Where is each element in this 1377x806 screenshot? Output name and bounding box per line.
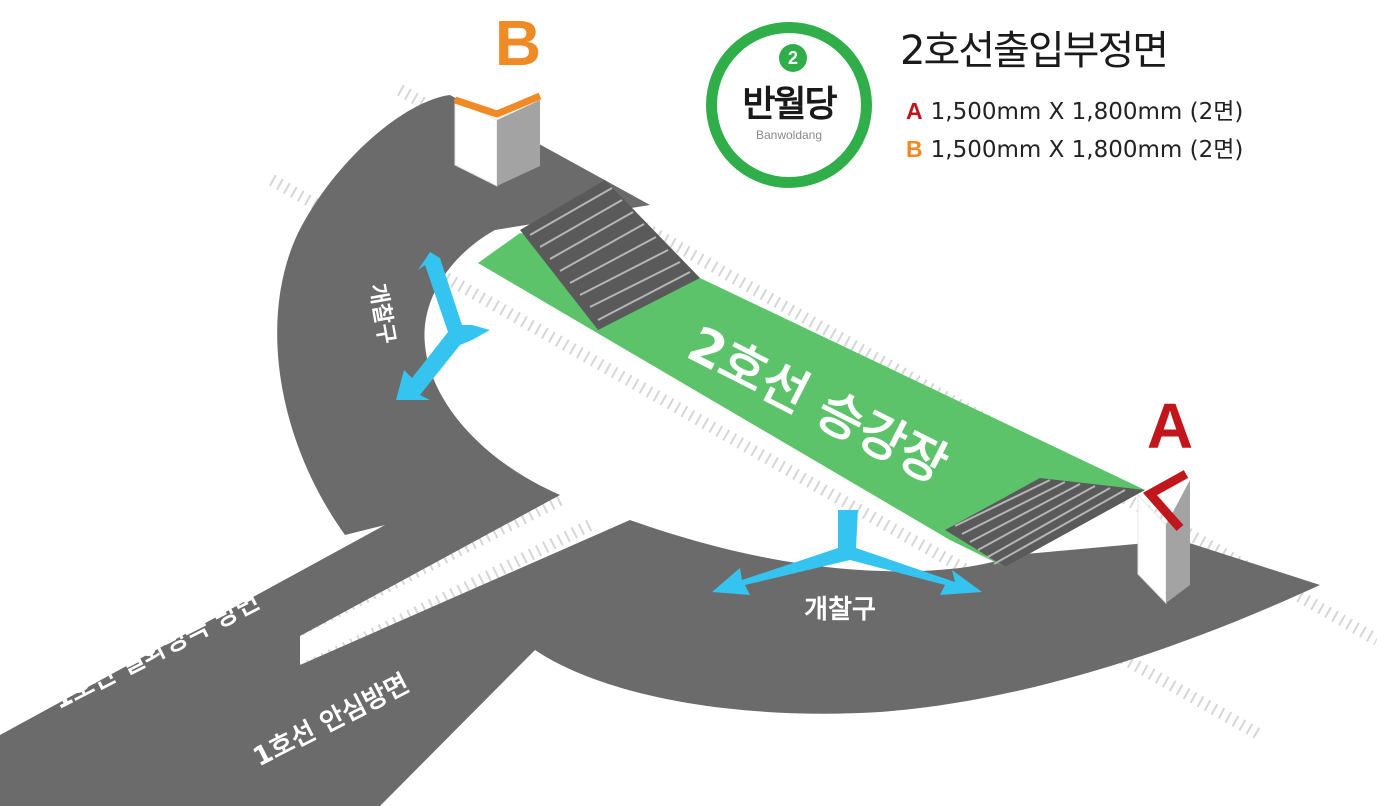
station-badge: 2 반월당 Banwoldang <box>706 22 872 188</box>
legend-title: 2호선출입부정면 <box>900 28 1169 74</box>
gate-arrow-bottom <box>712 510 982 595</box>
legend-item-a: A 1,500mm X 1,800mm (2면) <box>906 92 1243 126</box>
concourse-corridor <box>0 95 1320 806</box>
legend-item-b: B 1,500mm X 1,800mm (2면) <box>906 130 1243 164</box>
line-2-platform <box>478 233 1145 567</box>
marker-b-label: B <box>495 7 541 79</box>
line-number-badge: 2 <box>779 44 807 72</box>
marker-b-sign <box>453 92 542 187</box>
gate-label-bottom: 개찰구 <box>804 595 876 625</box>
gate-arrow-left <box>396 252 490 400</box>
station-name-romanized: Banwoldang <box>755 128 823 142</box>
legend-text-b: 1,500mm X 1,800mm (2면) <box>930 137 1244 163</box>
station-name: 반월당 <box>742 84 837 125</box>
stairs-lower <box>945 478 1145 567</box>
legend-key-a: A <box>906 98 923 124</box>
marker-a-label: A <box>1147 390 1193 462</box>
legend-key-b: B <box>906 136 923 162</box>
stairs-upper <box>520 180 700 330</box>
legend-text-a: 1,500mm X 1,800mm (2면) <box>930 99 1244 125</box>
marker-a-sign <box>1137 470 1190 605</box>
